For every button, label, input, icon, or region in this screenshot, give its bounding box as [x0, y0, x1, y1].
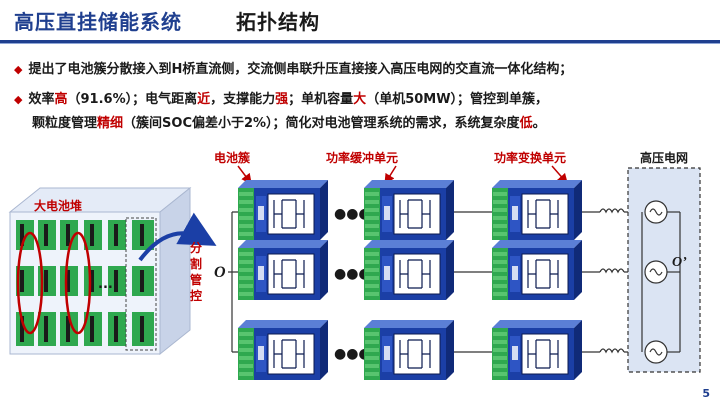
bullet-highlight: 低 [519, 116, 533, 131]
bullet-text-part: ，支撑能力 [210, 92, 276, 107]
battery-stack-label: 大电池堆 [34, 198, 82, 213]
bullet-diamond-icon: ◆ [14, 63, 23, 76]
split-control-label: 分 割 管 控 [190, 240, 202, 303]
bullet-2: ◆ 效率高（91.6%）；电气距离近，支撑能力强；单机容量大（单机50MW）；管控… [14, 88, 548, 107]
power-conversion-label: 功率变换单元 [494, 150, 566, 165]
bullet-text-part: 效率 [28, 92, 55, 107]
title-divider [0, 40, 720, 43]
topology-diagram: 大电池堆 ... 分 [8, 150, 701, 381]
page-number: 5 [702, 387, 710, 400]
bullet-text-part: 。 [532, 116, 546, 131]
bullet-text-part: （单机50MW）；管控到单簇， [366, 92, 549, 107]
split-arrow [138, 212, 217, 262]
split-control-char: 分 [190, 240, 202, 255]
battery-cluster-label: 电池簇 [214, 150, 251, 165]
bullet-text-part: ；单机容量 [288, 92, 354, 107]
module-row-3: ●●●●● [237, 319, 642, 381]
split-control-char: 管 [190, 272, 202, 287]
page-title: 高压直挂储能系统 [14, 10, 182, 34]
module-row-1: ●●●●● [237, 179, 642, 241]
bullet-highlight: 高 [54, 92, 68, 107]
bullet-text: 提出了电池簇分散接入到H桥直流侧，交流侧串联升压直接接入高压电网的交直流一体化结… [28, 62, 573, 77]
bullet-1: ◆ 提出了电池簇分散接入到H桥直流侧，交流侧串联升压直接接入高压电网的交直流一体化… [14, 58, 572, 77]
split-control-char: 割 [190, 256, 202, 271]
bullet-highlight: 强 [275, 92, 289, 107]
node-o-prime-label: O’ [672, 255, 687, 270]
battery-cells: ... [16, 217, 157, 351]
module-row-2: ●●●●● [237, 239, 642, 301]
bullet-2-continued: 颗粒度管理精细（簇间SOC偏差小于2%）；简化对电池管理系统的需求，系统复杂度低… [32, 112, 546, 131]
bullet-text-part: （簇间SOC偏差小于2%）；简化对电池管理系统的需求，系统复杂度 [123, 116, 520, 131]
bullet-highlight: 精细 [97, 116, 124, 131]
split-control-char: 控 [190, 288, 202, 303]
node-o-label: O [214, 264, 226, 281]
bullet-diamond-icon: ◆ [14, 93, 23, 106]
hv-grid-box: O’ [627, 167, 701, 373]
bullet-highlight: 大 [353, 92, 367, 107]
svg-text:...: ... [98, 277, 113, 292]
hv-grid-label: 高压电网 [640, 150, 688, 165]
power-buffer-label: 功率缓冲单元 [326, 150, 398, 165]
title-divider-thin [0, 43, 720, 44]
bullet-text-part: （91.6%）；电气距离 [67, 92, 198, 107]
bullet-highlight: 近 [197, 92, 211, 107]
page-subtitle: 拓扑结构 [236, 10, 320, 34]
bullet-text-part: 颗粒度管理 [32, 116, 98, 131]
